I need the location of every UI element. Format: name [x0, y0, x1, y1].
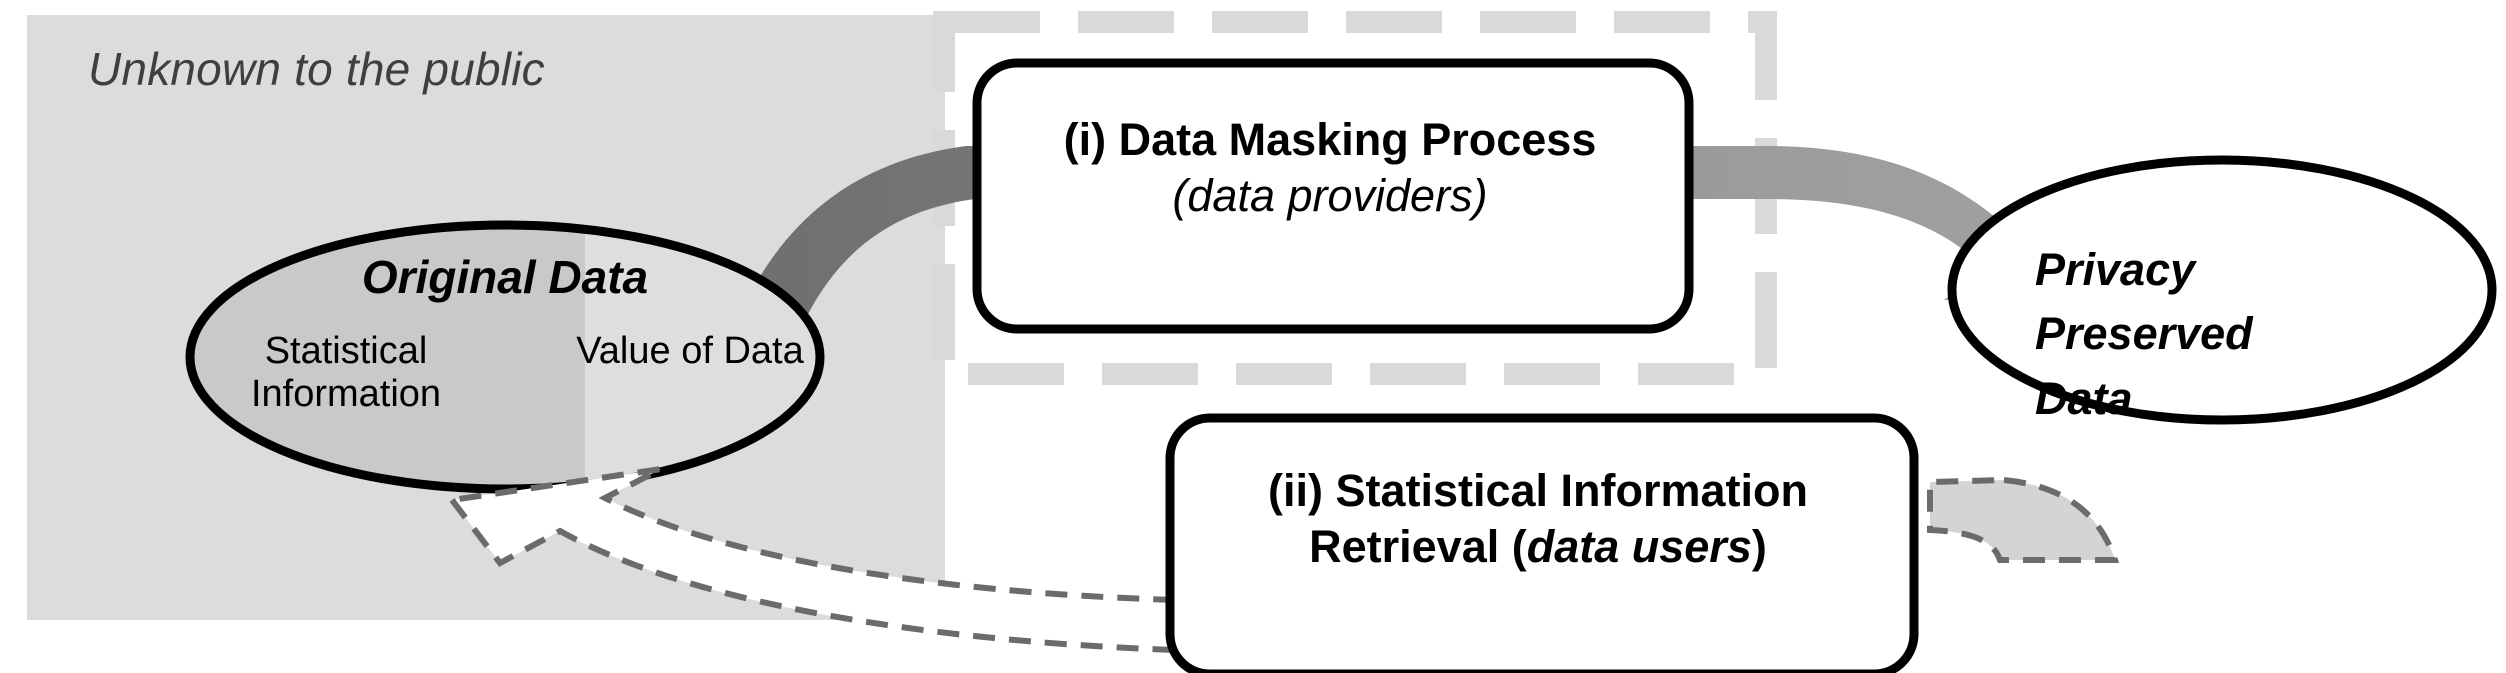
process-box-masking-label: (i) Data Masking Process (data providers… [985, 114, 1675, 222]
unknown-to-public-label: Unknown to the public [88, 43, 545, 95]
process-box-retrieval-subtitle-suffix: ) [1751, 521, 1767, 573]
process-box-retrieval-subtitle: Retrieval (data users) [1178, 522, 1898, 572]
original-data-title: Original Data [361, 251, 649, 303]
process-box-retrieval-label: (ii) Statistical Information Retrieval (… [1178, 465, 1898, 573]
privacy-preserved-data-line2: Preserved [2035, 308, 2253, 360]
retrieval-flow-arrow-left [446, 466, 1178, 654]
process-box-masking-subtitle: (data providers) [1172, 170, 1488, 222]
original-data-value-of-data-label: Value of Data [576, 330, 804, 372]
privacy-preserved-data-line3: Data [2035, 372, 2133, 424]
retrieval-flow-arrow-right [1927, 476, 2120, 563]
process-box-retrieval-subtitle-emphasis: data users [1526, 521, 1752, 573]
privacy-preserved-data-line1: Privacy [2035, 244, 2196, 295]
process-box-retrieval-subtitle-prefix: Retrieval ( [1309, 521, 1527, 573]
process-box-masking-title: (i) Data Masking Process [1063, 114, 1597, 165]
original-data-statistical-information-label: Statistical Information [250, 330, 442, 415]
unknown-to-public-region [27, 15, 945, 620]
privacy-preserved-data-label: Privacy Preserved Data [2035, 244, 2435, 438]
process-box-retrieval-title: (ii) Statistical Information [1267, 465, 1809, 516]
